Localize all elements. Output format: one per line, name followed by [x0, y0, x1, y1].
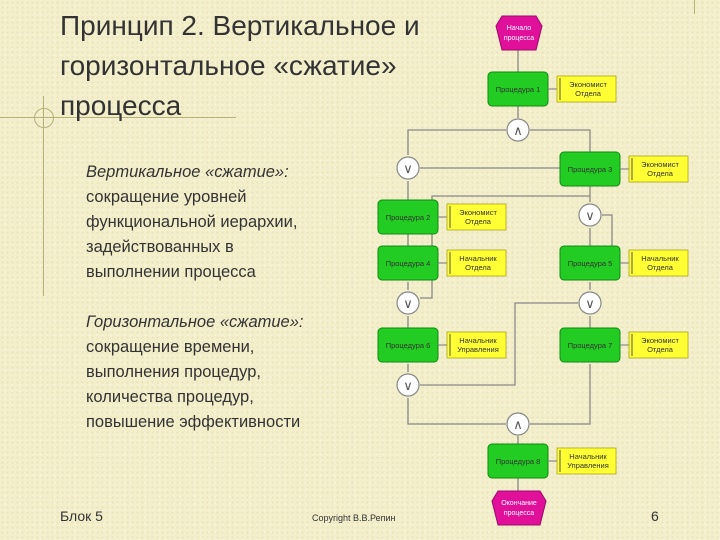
- role-label: Экономист: [641, 160, 679, 169]
- horizontal-compression-heading: Горизонтальное «сжатие»:: [86, 313, 304, 331]
- decor-line-horizontal: [0, 117, 236, 118]
- connector-or-3: ∨: [396, 291, 420, 315]
- decor-line-vertical: [43, 96, 44, 296]
- role-label: Управления: [567, 461, 609, 470]
- role-box: [446, 203, 507, 231]
- connector-symbol: ∧: [513, 418, 523, 433]
- procedure-label: Процедура 3: [568, 165, 613, 174]
- role-box: [446, 331, 507, 359]
- procedure-label: Процедура 4: [386, 259, 431, 268]
- role-box: [446, 249, 507, 277]
- vertical-compression-heading: Вертикальное «сжатие»:: [86, 163, 289, 181]
- end-event-label: Окончание: [501, 500, 537, 507]
- connector-or-5: ∨: [396, 373, 420, 397]
- connector-symbol: ∧: [513, 124, 523, 139]
- procedure-label: Процедура 2: [386, 213, 431, 222]
- role-box: [628, 249, 689, 277]
- start-event-label: Начало: [507, 25, 531, 32]
- procedure-label: Процедура 8: [496, 457, 541, 466]
- role-label: Начальник: [459, 336, 497, 345]
- procedure-label: Процедура 7: [568, 341, 613, 350]
- start-event: Начало процесса: [495, 15, 543, 51]
- connector-symbol: ∨: [403, 297, 413, 312]
- decor-circle: [34, 108, 54, 128]
- connector-and-top: ∧: [506, 118, 530, 142]
- role-label: Экономист: [459, 208, 497, 217]
- title-line: горизонтальное «сжатие»: [60, 50, 397, 81]
- vertical-compression-line: функциональной иерархии,: [86, 213, 298, 231]
- page-title: Принцип 2. Вертикальное и горизонтальное…: [60, 6, 480, 126]
- decor-line-top-right: [694, 0, 695, 14]
- connector-symbol: ∨: [403, 379, 413, 394]
- vertical-compression-line: сокращение уровней: [86, 188, 247, 206]
- vertical-compression-text: Вертикальное «сжатие»: сокращение уровне…: [86, 160, 386, 285]
- role-box: [628, 155, 689, 183]
- horizontal-compression-text: Горизонтальное «сжатие»: сокращение врем…: [86, 310, 386, 435]
- role-box: [556, 75, 617, 103]
- role-label: Отдела: [465, 263, 492, 272]
- connector-symbol: ∨: [585, 297, 595, 312]
- role-box: [628, 331, 689, 359]
- start-event-label: процесса: [504, 35, 534, 42]
- role-label: Отдела: [647, 345, 674, 354]
- role-label: Отдела: [575, 89, 602, 98]
- role-label: Отдела: [647, 169, 674, 178]
- footer-page-number: 6: [651, 508, 659, 524]
- connector-or-2: ∨: [578, 203, 602, 227]
- horizontal-compression-line: количества процедур,: [86, 388, 254, 406]
- role-label: Экономист: [569, 80, 607, 89]
- role-label: Экономист: [641, 336, 679, 345]
- role-label: Начальник: [459, 254, 497, 263]
- footer-copyright: Copyright В.В.Репин: [312, 513, 396, 523]
- connector-symbol: ∨: [585, 209, 595, 224]
- vertical-compression-line: выполнении процесса: [86, 263, 256, 281]
- role-label: Начальник: [569, 452, 607, 461]
- end-event: Окончание процесса: [491, 490, 547, 526]
- procedure-label: Процедура 5: [568, 259, 613, 268]
- connector-symbol: ∨: [403, 162, 413, 177]
- connector-or-1: ∨: [396, 156, 420, 180]
- horizontal-compression-line: сокращение времени,: [86, 338, 255, 356]
- role-label: Отдела: [465, 217, 492, 226]
- procedure-label: Процедура 6: [386, 341, 431, 350]
- role-label: Отдела: [647, 263, 674, 272]
- vertical-compression-line: задействованных в: [86, 238, 234, 256]
- role-label: Начальник: [641, 254, 679, 263]
- title-line: Принцип 2. Вертикальное и: [60, 10, 420, 41]
- role-box: [556, 447, 617, 475]
- role-label: Управления: [457, 345, 499, 354]
- footer-block-label: Блок 5: [60, 508, 103, 524]
- procedure-label: Процедура 1: [496, 85, 541, 94]
- horizontal-compression-line: повышение эффективности: [86, 413, 301, 431]
- connector-or-4: ∨: [578, 291, 602, 315]
- connector-and-bottom: ∧: [506, 412, 530, 436]
- title-line: процесса: [60, 90, 182, 121]
- end-event-label: процесса: [504, 510, 534, 517]
- horizontal-compression-line: выполнения процедур,: [86, 363, 261, 381]
